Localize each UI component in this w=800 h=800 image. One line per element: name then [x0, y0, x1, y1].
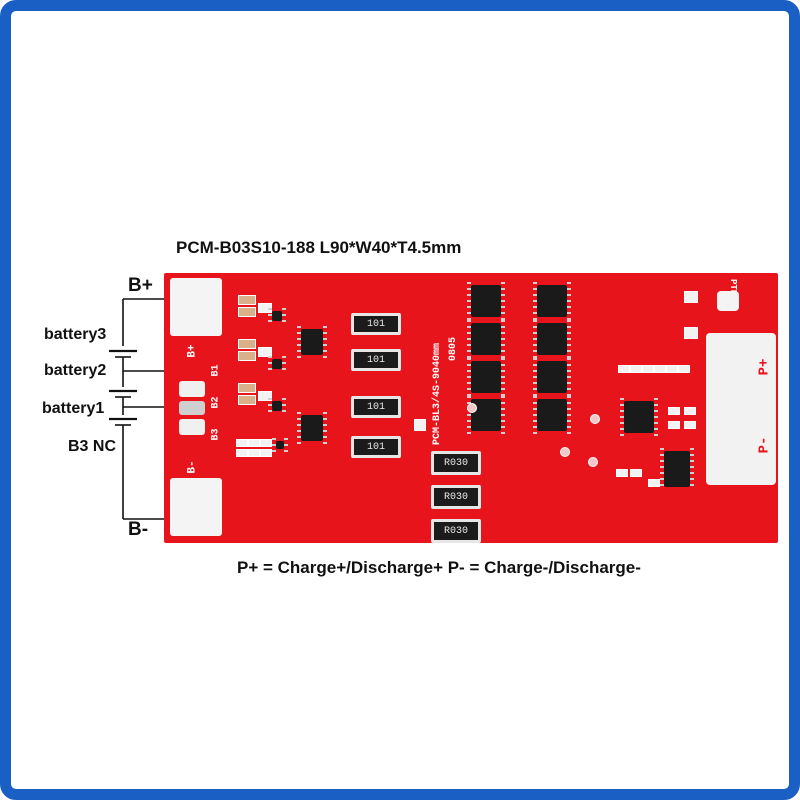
- silk-p-minus: P-: [756, 436, 773, 454]
- smd-part: [260, 449, 272, 457]
- smd-part: [260, 439, 272, 447]
- smd-part: [630, 365, 642, 373]
- pin-legend: P+ = Charge+/Discharge+ P- = Charge-/Dis…: [237, 558, 641, 577]
- silk-b1: B1: [210, 364, 222, 377]
- smd-part: [668, 421, 680, 429]
- resistor-101-2: 101: [351, 349, 401, 371]
- smd-part: [238, 295, 256, 305]
- label-battery1: battery1: [42, 400, 105, 417]
- mosfet: [533, 282, 571, 320]
- smd-part: [678, 365, 690, 373]
- silk-model: PCM-BL3/4S-9040mm: [432, 342, 443, 445]
- label-battery2: battery2: [44, 362, 107, 379]
- pad-b2: [179, 401, 205, 415]
- silk-date: 0805: [448, 336, 459, 361]
- pcb-board: B+ B1 B2 B3 B- 101 101 101 101: [164, 273, 778, 543]
- smd-part: [642, 365, 654, 373]
- smd-part: [238, 307, 256, 317]
- smd-part: [684, 421, 696, 429]
- silk-b3: B3: [210, 428, 222, 441]
- smd-part: [414, 419, 426, 431]
- via: [560, 447, 570, 457]
- smd-part: [238, 351, 256, 361]
- label-b-minus: B-: [128, 519, 149, 540]
- transistor: [268, 398, 286, 414]
- mosfet: [467, 282, 505, 320]
- smd-part: [248, 449, 260, 457]
- mosfet: [533, 396, 571, 434]
- pad-p-region: [706, 333, 776, 485]
- smd-part: [684, 291, 698, 303]
- mosfet: [533, 358, 571, 396]
- smd-part: [616, 469, 628, 477]
- ic-soic8: [297, 412, 327, 444]
- resistor-101-1: 101: [351, 313, 401, 335]
- pad-b-minus: [170, 478, 222, 536]
- label-b3-nc: B3 NC: [68, 438, 117, 455]
- via: [467, 403, 477, 413]
- connector-ptn1: [717, 291, 739, 311]
- sense-resistor-1: R030: [431, 451, 481, 475]
- mosfet: [467, 320, 505, 358]
- resistor-101-4: 101: [351, 436, 401, 458]
- smd-part: [684, 407, 696, 415]
- smd-part: [648, 479, 660, 487]
- ic-soic8: [297, 326, 327, 358]
- smd-part: [668, 407, 680, 415]
- smd-part: [258, 347, 272, 357]
- smd-part: [618, 365, 630, 373]
- smd-part: [236, 449, 248, 457]
- smd-part: [258, 391, 272, 401]
- smd-part: [630, 469, 642, 477]
- board-title: PCM-B03S10-188 L90*W40*T4.5mm: [176, 238, 462, 257]
- label-battery3: battery3: [44, 326, 107, 343]
- mosfet: [467, 358, 505, 396]
- smd-part: [238, 395, 256, 405]
- transistor: [268, 308, 286, 324]
- silk-b-minus: B-: [186, 460, 199, 474]
- pad-b3: [179, 419, 205, 435]
- via: [588, 457, 598, 467]
- smd-part: [238, 383, 256, 393]
- sense-resistor-3: R030: [431, 519, 481, 543]
- resistor-101-3: 101: [351, 396, 401, 418]
- transistor: [272, 438, 288, 452]
- sense-resistor-2: R030: [431, 485, 481, 509]
- smd-part: [248, 439, 260, 447]
- label-b-plus: B+: [128, 275, 153, 296]
- smd-part: [654, 365, 666, 373]
- battery-wiring: [109, 298, 186, 520]
- smd-part: [666, 365, 678, 373]
- silk-b-plus: B+: [186, 344, 199, 358]
- silk-b2: B2: [210, 396, 222, 409]
- pad-b1: [179, 381, 205, 397]
- silk-p-plus: P+: [756, 358, 773, 376]
- smd-part: [684, 327, 698, 339]
- via: [590, 414, 600, 424]
- ic-sot: [660, 448, 694, 490]
- mosfet: [533, 320, 571, 358]
- ic-protection: [620, 398, 658, 436]
- pad-b-plus: [170, 278, 222, 336]
- smd-part: [236, 439, 248, 447]
- transistor: [268, 356, 286, 372]
- smd-part: [238, 339, 256, 349]
